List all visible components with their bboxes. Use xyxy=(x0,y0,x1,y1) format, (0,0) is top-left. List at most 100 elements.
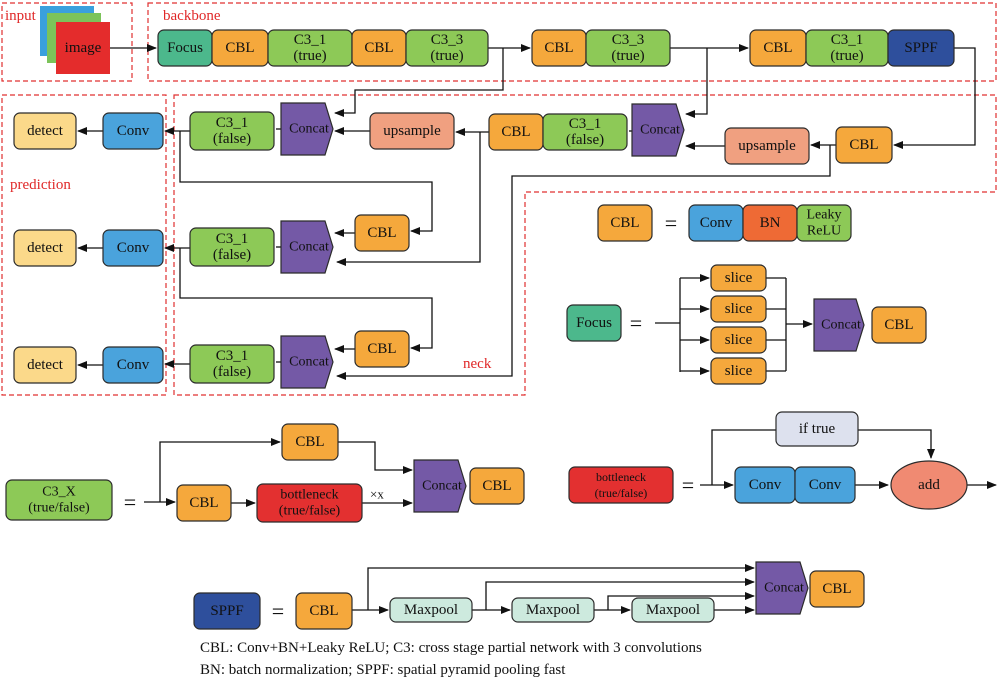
def-slice-3 xyxy=(710,326,767,354)
backbone-section-title: backbone xyxy=(163,8,221,24)
neck-c3-1-false-3-line1: C3_1 xyxy=(216,231,249,247)
prediction-section-title: prediction xyxy=(10,177,71,193)
neck-c3-1-false-1 xyxy=(542,113,628,151)
pred-detect-3 xyxy=(13,346,77,384)
neck-cbl-4 xyxy=(354,330,410,368)
neck-c3-1-false-3-line2: (false) xyxy=(213,247,251,263)
pred-conv-1 xyxy=(102,112,164,150)
def-sppf-label: SPPF xyxy=(210,603,243,619)
if-true-to-add xyxy=(858,429,935,459)
bb-c3-1-true-line2: (true) xyxy=(293,48,326,64)
pred-detect-1 xyxy=(13,112,77,150)
sppf-skip-cbl xyxy=(367,564,755,610)
def-c3-bottleneck-line2: (true/false) xyxy=(279,504,341,519)
def-if-true-label: if true xyxy=(799,421,836,437)
sppf-to-neck-cbl xyxy=(893,47,976,149)
bb-c3-3-true-2 xyxy=(585,29,671,67)
neck-upsample-2-label: upsample xyxy=(383,123,441,139)
neck-cbl-2-label: CBL xyxy=(501,124,530,140)
def-sppf-cbl xyxy=(295,592,353,630)
def-bottleneck-conv-2 xyxy=(794,466,856,504)
neck-concat-3-label: Concat xyxy=(289,240,329,255)
def-focus-cbl xyxy=(871,306,927,344)
pred-detect-2-label: detect xyxy=(27,240,64,256)
bb-c3-1-true-2-line2: (true) xyxy=(830,48,863,64)
pred-detect-2 xyxy=(13,229,77,267)
def-c3-cbl-bottom-label: CBL xyxy=(189,495,218,511)
def-c3-cbl-top xyxy=(281,423,339,461)
def-focus xyxy=(566,304,622,342)
def-c3-cbl-out-label: CBL xyxy=(482,478,511,494)
neck-c3-1-false-4 xyxy=(189,344,275,384)
def-c3-cbl-top-label: CBL xyxy=(295,434,324,450)
bb-cbl-1-label: CBL xyxy=(225,40,254,56)
legend-line-2: BN: batch normalization; SPPF: spatial p… xyxy=(200,662,566,678)
c3-to-neck-cbl-3 xyxy=(179,131,433,235)
backbone-to-concat-1 xyxy=(685,48,708,118)
def-c3-equals: = xyxy=(124,490,136,515)
bb-c3-3-true-2-line1: C3_3 xyxy=(612,32,645,48)
def-slice-1-label: slice xyxy=(725,270,753,286)
def-conv-label: Conv xyxy=(700,215,733,231)
neck-section-title: neck xyxy=(463,356,492,372)
def-bottleneck xyxy=(568,466,674,504)
def-maxpool-1-label: Maxpool xyxy=(404,602,458,618)
legend-line-1: CBL: Conv+BN+Leaky ReLU; C3: cross stage… xyxy=(200,640,702,656)
neck-c3-1-false-2 xyxy=(189,111,275,151)
bb-c3-3-true-line1: C3_3 xyxy=(431,32,464,48)
sppf-skip-maxpool-1 xyxy=(485,578,755,610)
def-c3-bottleneck-line1: bottleneck xyxy=(280,488,338,503)
def-slice-2-label: slice xyxy=(725,301,753,317)
image-layer-red xyxy=(56,22,110,74)
def-sppf xyxy=(193,592,261,630)
image-label: image xyxy=(65,40,102,56)
def-bottleneck-equals: = xyxy=(682,473,694,498)
c3-skip-branch xyxy=(159,438,281,502)
input-region xyxy=(1,2,133,82)
bb-cbl-4-label: CBL xyxy=(763,40,792,56)
cbl-2-to-concat-3 xyxy=(336,132,481,266)
neck-cbl-4-label: CBL xyxy=(367,341,396,357)
def-c3-concat-label: Concat xyxy=(422,479,462,494)
bb-c3-1-true-2-line1: C3_1 xyxy=(831,32,864,48)
sppf-skip-maxpool-2 xyxy=(607,592,755,610)
pred-conv-2-label: Conv xyxy=(117,240,150,256)
bb-c3-3-true-line2: (true) xyxy=(430,48,463,64)
neck-cbl-to-concat-4 xyxy=(336,145,831,380)
input-section-title: input xyxy=(5,8,37,24)
pred-detect-1-label: detect xyxy=(27,123,64,139)
def-c3-x-line2: (true/false) xyxy=(28,501,90,516)
def-slice-4-label: slice xyxy=(725,363,753,379)
def-maxpool-3-label: Maxpool xyxy=(646,602,700,618)
neck-cbl-3 xyxy=(354,214,410,252)
pred-conv-1-label: Conv xyxy=(117,123,150,139)
def-leaky-relu-line2: ReLU xyxy=(807,224,841,239)
def-bottleneck-line1: bottleneck xyxy=(596,470,646,484)
def-slice-1 xyxy=(710,264,767,292)
def-sppf-equals: = xyxy=(272,599,284,624)
bottleneck-skip-a xyxy=(711,429,776,485)
def-c3-cbl-out xyxy=(469,467,525,505)
def-add-label: add xyxy=(918,477,940,493)
neck-concat-2-label: Concat xyxy=(289,122,329,137)
bb-c3-3-true xyxy=(405,29,489,67)
def-sppf-cbl-label: CBL xyxy=(309,603,338,619)
neck-cbl-3-label: CBL xyxy=(367,225,396,241)
def-focus-concat xyxy=(813,298,865,352)
def-slice-2 xyxy=(710,295,767,323)
def-slice-3-label: slice xyxy=(725,332,753,348)
def-if-true xyxy=(775,411,859,447)
def-maxpool-3 xyxy=(631,597,715,623)
neck-c3-1-false-3 xyxy=(189,227,275,267)
def-c3-times-x: ×x xyxy=(370,487,384,502)
def-c3-cbl-bottom xyxy=(176,484,232,522)
neck-upsample-1 xyxy=(724,127,810,165)
def-maxpool-2-label: Maxpool xyxy=(526,602,580,618)
neck-concat-1-label: Concat xyxy=(640,123,680,138)
def-cbl-label: CBL xyxy=(610,215,639,231)
bb-cbl-3-label: CBL xyxy=(544,40,573,56)
def-bn-label: BN xyxy=(760,215,781,231)
bb-sppf xyxy=(887,29,955,67)
